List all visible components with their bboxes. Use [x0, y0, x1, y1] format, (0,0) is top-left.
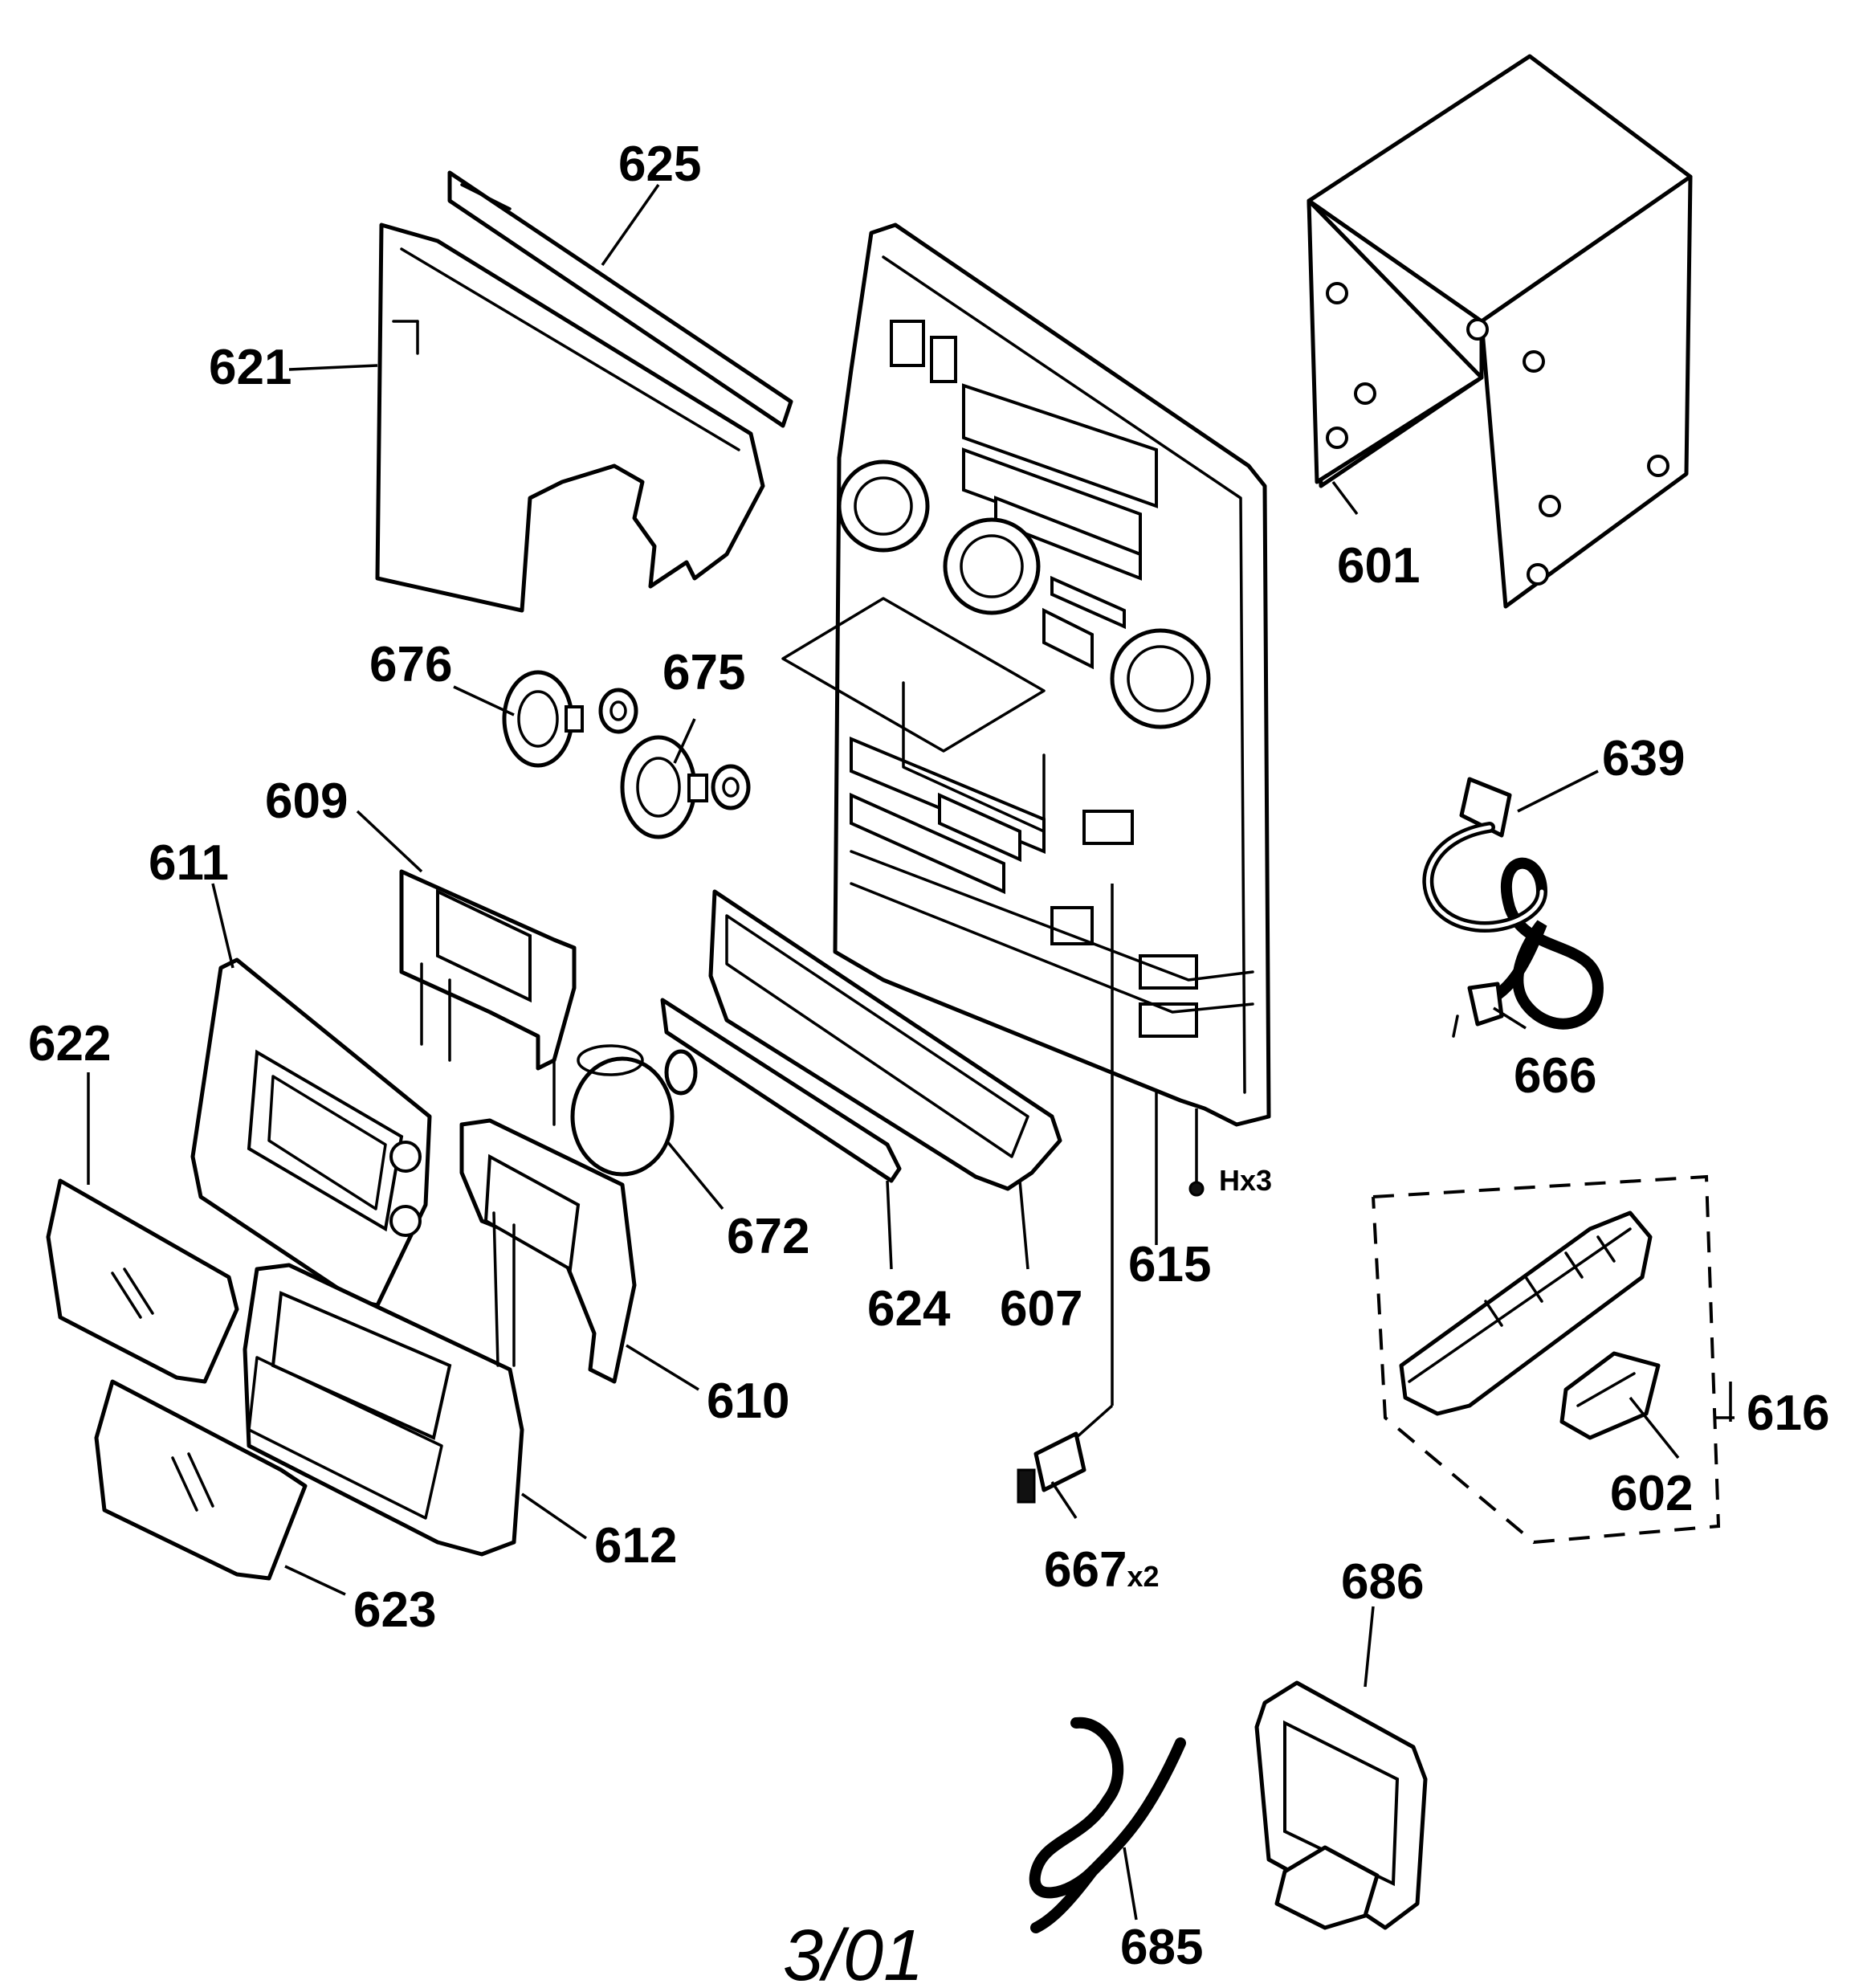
screw-note-hx3: Hx3	[1219, 1164, 1272, 1197]
callout-676: 676	[369, 637, 452, 692]
part-616-remote-kit	[1372, 1174, 1721, 1545]
footer-date: 3/01	[783, 1916, 923, 1988]
part-remote-control	[1399, 1210, 1653, 1416]
part-675-knob	[620, 735, 708, 839]
callout-611: 611	[149, 835, 229, 891]
part-676-knob	[502, 670, 584, 768]
callout-667-qty: x2	[1127, 1560, 1159, 1593]
part-667-connector	[1017, 884, 1114, 1504]
callout-639: 639	[1602, 731, 1685, 786]
screw-hx3	[1188, 1108, 1205, 1197]
callout-624: 624	[867, 1281, 951, 1337]
part-639-power-cord	[1422, 777, 1604, 1038]
part-623-door	[94, 1379, 308, 1581]
part-610-mechanism	[459, 1118, 637, 1384]
callout-607: 607	[1000, 1281, 1082, 1337]
part-611-cassette-frame	[190, 957, 432, 1308]
callout-675: 675	[662, 645, 745, 700]
part-607-bezel	[708, 889, 1062, 1191]
callout-621: 621	[209, 340, 291, 395]
callout-612: 612	[594, 1518, 677, 1574]
callout-685: 685	[1120, 1920, 1203, 1975]
part-685-fm-antenna	[1029, 1717, 1186, 1933]
callout-625: 625	[618, 137, 701, 192]
callout-601: 601	[1337, 538, 1420, 594]
part-612-lower-frame	[243, 1263, 524, 1557]
part-625-top-panel	[447, 170, 793, 428]
part-602-battery-cover	[1559, 1351, 1661, 1440]
callout-667-number: 667	[1044, 1542, 1127, 1598]
nut-675	[711, 764, 751, 810]
callout-686: 686	[1341, 1554, 1424, 1610]
part-621-inner-panel	[375, 222, 765, 613]
callout-602: 602	[1610, 1466, 1693, 1521]
callout-623: 623	[353, 1582, 436, 1638]
part-622-cassette-door	[46, 1178, 239, 1384]
part-601-cabinet-cover	[1307, 54, 1693, 609]
callout-672: 672	[727, 1209, 809, 1264]
callout-667: 667x2	[1044, 1542, 1160, 1598]
nut-676	[598, 688, 638, 734]
part-686-am-loop-antenna	[1254, 1680, 1428, 1930]
callout-622: 622	[28, 1016, 111, 1072]
part-624-strip	[660, 998, 902, 1183]
part-609-mechanism	[399, 869, 577, 1126]
part-672-wheel	[570, 1044, 698, 1177]
callout-609: 609	[265, 774, 348, 829]
part-front-panel-chassis	[781, 222, 1271, 1127]
callout-610: 610	[707, 1374, 789, 1429]
callout-615: 615	[1128, 1237, 1211, 1292]
callout-666: 666	[1514, 1048, 1596, 1104]
leader-lines	[87, 183, 1735, 1921]
callout-616: 616	[1747, 1386, 1829, 1441]
